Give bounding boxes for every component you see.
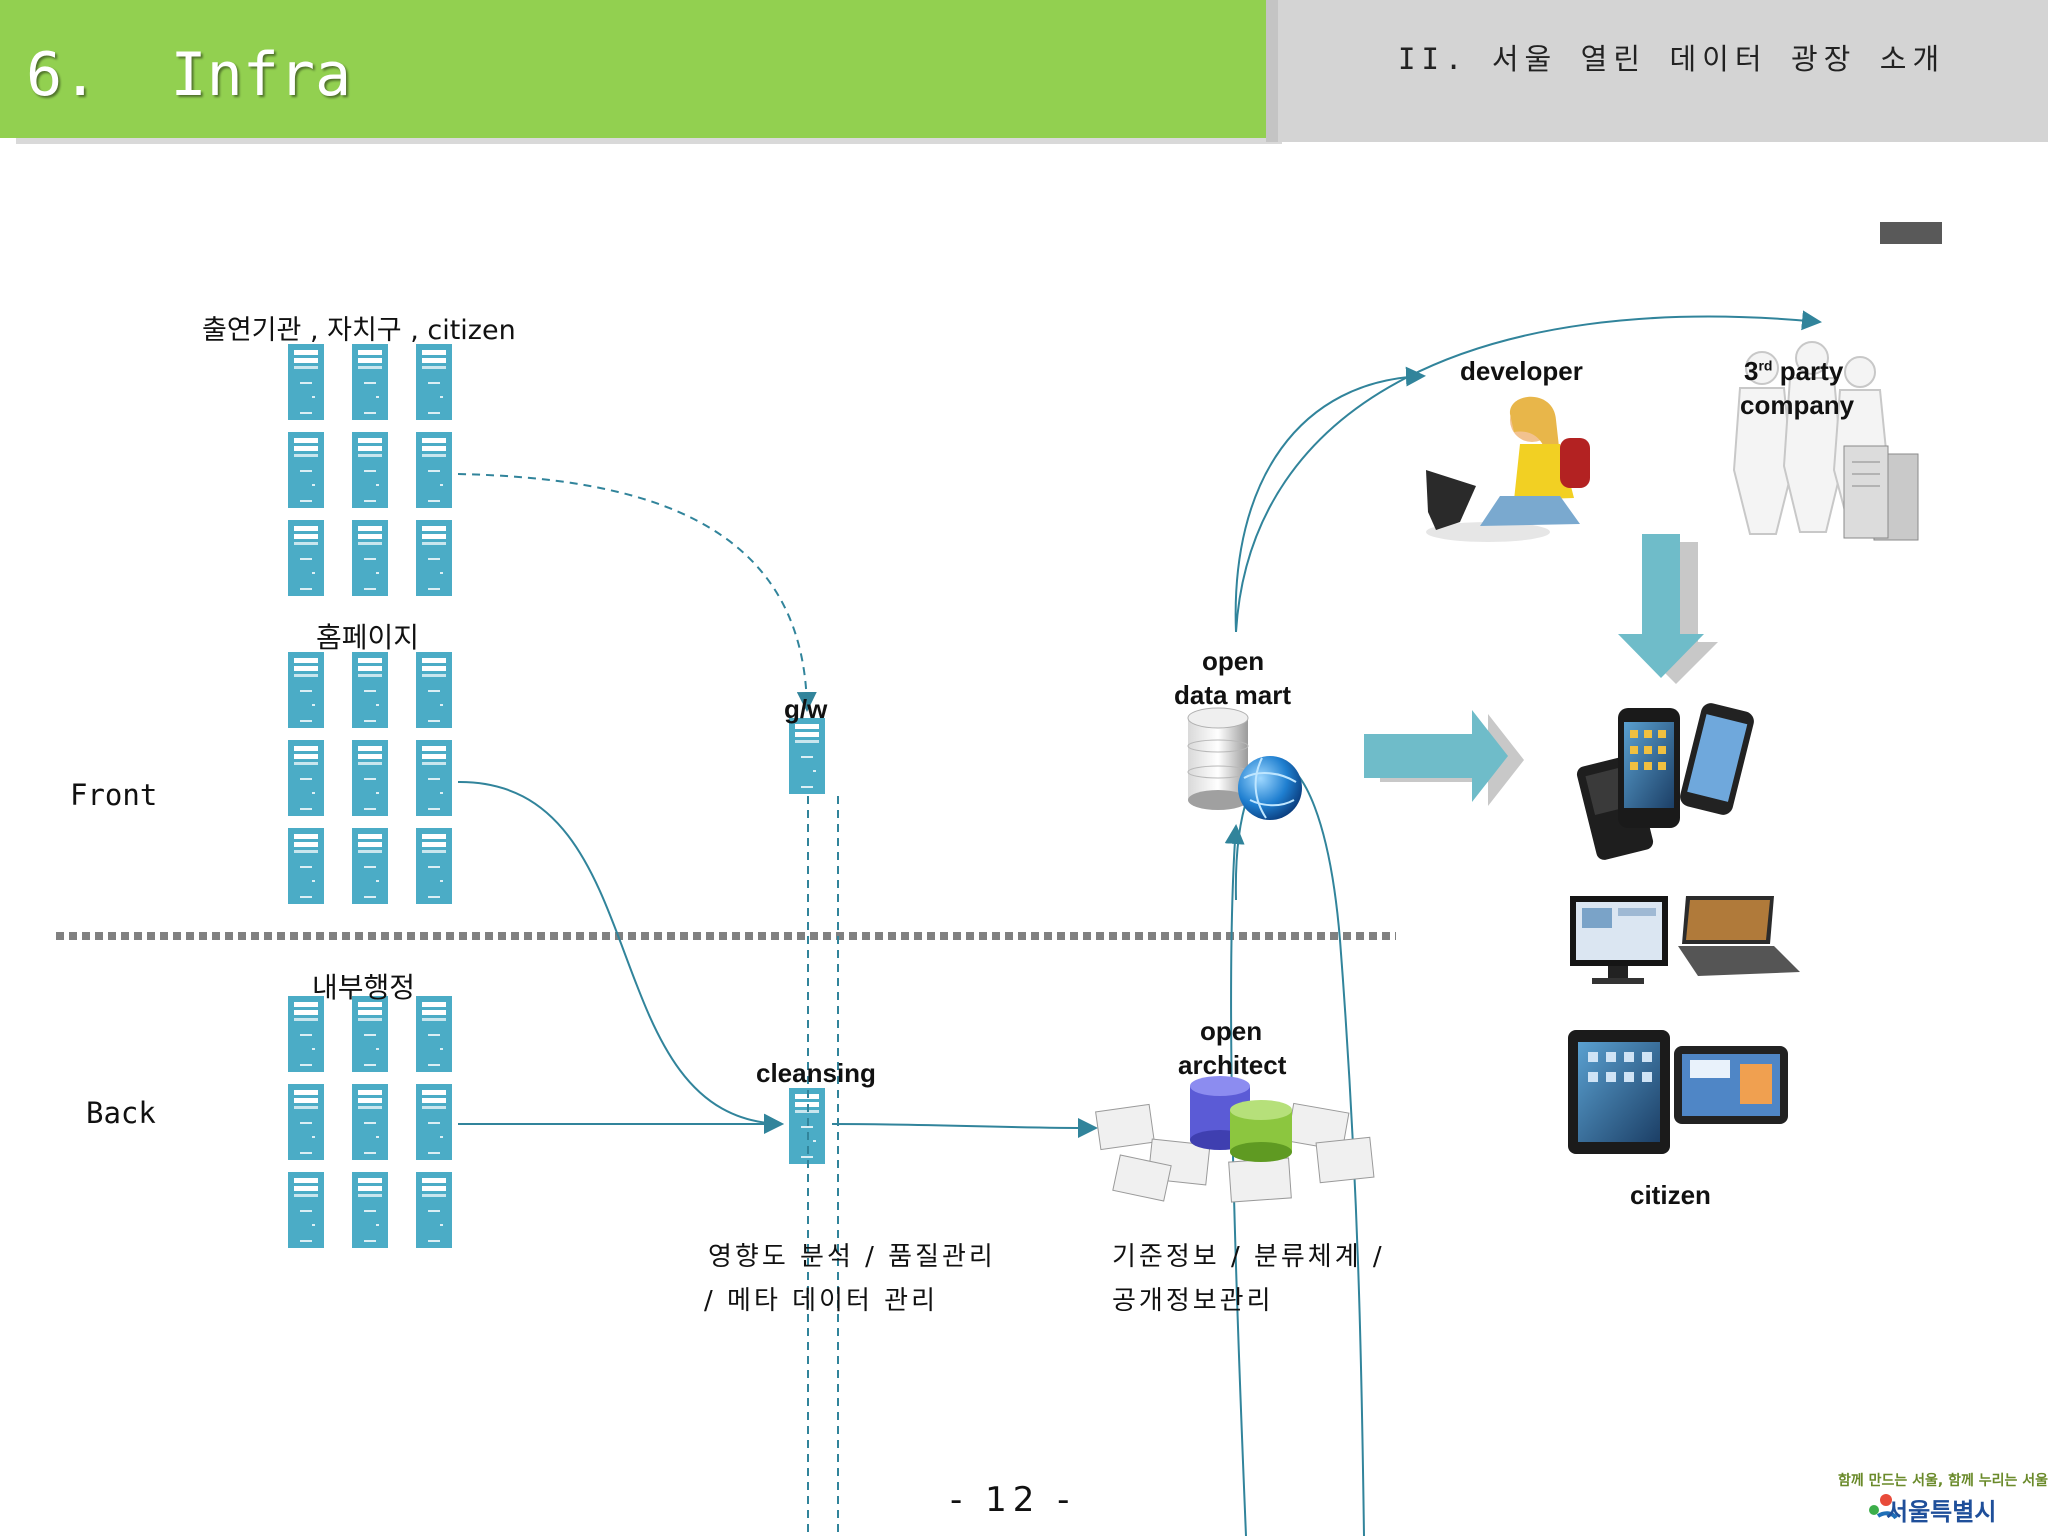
cleansing-to-architect-line <box>831 1117 1098 1138</box>
server-icon <box>416 432 452 508</box>
server-icon <box>352 520 388 596</box>
third-party-word: party <box>1779 356 1844 386</box>
server-icon <box>416 828 452 904</box>
server-icon <box>352 1172 388 1248</box>
homepage-label: 홈페이지 <box>316 621 420 654</box>
section-bar <box>1266 0 2048 142</box>
server-icon <box>416 740 452 816</box>
citizen-label: citizen <box>1630 1180 1711 1210</box>
seoul-logo-icon <box>1869 1494 1898 1520</box>
third-party-label: 3rd party <box>1744 356 1843 387</box>
arrow-down-to-devices <box>1618 534 1718 684</box>
gateway-label: g/w <box>784 694 828 724</box>
server-icon <box>352 740 388 816</box>
source-to-gateway-line <box>457 473 817 712</box>
server-icon <box>288 432 324 508</box>
third-party-number: 3 <box>1744 356 1759 386</box>
server-icon <box>416 344 452 420</box>
section-title: II. 서울 열린 데이터 광장 소개 <box>1398 42 1946 76</box>
open-data-mart-label-1: open <box>1202 646 1265 676</box>
server-group-homepage <box>288 652 452 904</box>
sources-label-text: 출연기관 , 자치구 , citizen <box>202 315 516 346</box>
third-party-superscript: rd <box>1758 357 1773 374</box>
architect-desc-line2: 공개정보관리 <box>1112 1286 1274 1316</box>
server-icon <box>416 1084 452 1160</box>
server-icon <box>288 652 324 728</box>
globe-icon <box>1238 756 1302 820</box>
cleansing-desc-line1: 영향도 분석 / 품질관리 <box>708 1242 996 1272</box>
title-bar-shadow <box>16 138 1282 144</box>
corner-marker <box>1880 222 1942 244</box>
server-icon <box>288 1172 324 1248</box>
internal-admin-label: 내부행정 <box>312 971 416 1004</box>
server-icon <box>352 344 388 420</box>
tablets-icon <box>1568 1030 1788 1154</box>
server-icon <box>288 520 324 596</box>
server-icon <box>288 1084 324 1160</box>
server-icon <box>288 996 324 1072</box>
server-icon <box>416 652 452 728</box>
logo-slogan: 함께 만드는 서울, 함께 누리는 서울 <box>1838 1473 2048 1489</box>
server-icon <box>352 996 388 1072</box>
database-icon <box>1187 707 1249 810</box>
server-group-internal <box>288 996 452 1248</box>
cleansing-label: cleansing <box>756 1058 876 1088</box>
homepage-to-cleansing-line <box>457 780 784 1134</box>
gateway-server-icon <box>789 718 825 794</box>
server-icon <box>352 652 388 728</box>
server-icon <box>416 520 452 596</box>
cleansing-desc-line2: / 메타 데이터 관리 <box>704 1286 938 1316</box>
server-icon <box>288 828 324 904</box>
open-data-mart-label-2: data mart <box>1174 680 1292 710</box>
server-icon <box>416 1172 452 1248</box>
server-group-sources <box>288 344 452 596</box>
architect-desc-line1: 기준정보 / 분류체계 / <box>1112 1242 1385 1272</box>
open-architect-label-2: architect <box>1178 1050 1287 1080</box>
server-icon <box>288 740 324 816</box>
arrow-right-to-devices <box>1364 710 1524 806</box>
server-icon <box>352 828 388 904</box>
section-bar-edge <box>1266 0 1278 142</box>
sources-label: 출연기관 , 자치구 , citizen <box>202 308 516 347</box>
front-label: Front <box>70 778 158 812</box>
company-label: company <box>1740 390 1855 420</box>
third-party-company-icon <box>1732 341 1919 541</box>
server-icon <box>352 432 388 508</box>
developer-person-icon <box>1426 396 1590 542</box>
datamart-to-developer-line <box>1234 366 1426 633</box>
slide-title: 6. Infra <box>26 40 352 110</box>
server-icon <box>416 996 452 1072</box>
server-icon <box>288 344 324 420</box>
datamart-to-3rdparty-line <box>1235 310 1822 633</box>
logo-name: 서울특별시 <box>1886 1498 1997 1526</box>
computers-icon <box>1570 896 1800 984</box>
developer-label: developer <box>1460 356 1583 386</box>
title-bar <box>0 0 1266 138</box>
smartphones-icon <box>1576 703 1754 860</box>
architecture-icon <box>1095 1076 1375 1203</box>
back-label: Back <box>86 1096 156 1130</box>
server-icon <box>352 1084 388 1160</box>
open-architect-label-1: open <box>1200 1016 1263 1046</box>
page-number: - 12 - <box>950 1480 1076 1520</box>
